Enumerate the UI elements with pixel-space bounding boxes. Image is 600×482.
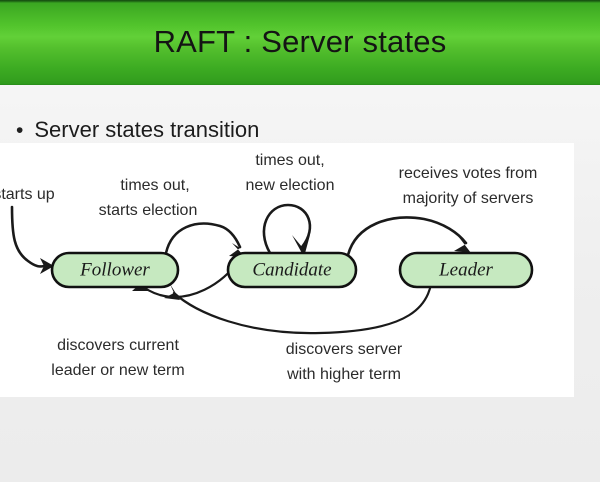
node-candidate-label: Candidate [252, 259, 331, 280]
node-leader-shape[interactable] [398, 251, 534, 289]
edge-label-times-out-new-election: times out, new election [246, 152, 335, 194]
edge-candidate-to-leader [346, 216, 471, 257]
slide-title-bar: RAFT : Server states [0, 0, 600, 85]
edge-label-discovers-server-line2: with higher term [286, 366, 401, 383]
node-follower[interactable]: Follower [50, 251, 180, 289]
arrow-head-candidate-to-leader [454, 236, 471, 253]
edge-label-times-out-starts-election-line2: starts election [99, 202, 198, 219]
edge-follower-to-candidate [164, 222, 245, 257]
edge-label-times-out-new-election-line1: times out, [255, 152, 324, 169]
node-candidate[interactable]: Candidate [226, 251, 358, 289]
edge-label-discovers-server-line1: discovers server [286, 341, 403, 358]
node-leader[interactable]: Leader [398, 251, 534, 289]
node-follower-shape[interactable] [50, 251, 180, 289]
arrow-head-candidate-self-loop [292, 235, 310, 257]
title-bar-sheen [0, 0, 600, 3]
arrow-head-starts-up [40, 258, 54, 274]
bullet-marker-icon: • [16, 119, 24, 142]
edge-candidate-self-loop [262, 203, 312, 257]
edge-leader-to-follower [164, 261, 434, 335]
edge-label-times-out-new-election-line2: new election [246, 177, 335, 194]
edge-label-discovers-current-leader-line2: leader or new term [51, 362, 184, 379]
edge-label-discovers-current-leader: discovers current leader or new term [51, 337, 184, 379]
bullet-list-item: • Server states transition [16, 115, 259, 146]
node-candidate-shape[interactable] [226, 251, 358, 289]
node-leader-label: Leader [438, 259, 493, 280]
edge-starts-up [10, 205, 54, 274]
bullet-item-label: Server states transition [34, 117, 260, 142]
state-diagram: Follower Candidate Leader starts up time… [0, 152, 538, 383]
state-diagram-panel: Follower Candidate Leader starts up time… [0, 143, 574, 397]
edge-label-receives-votes-line2: majority of servers [403, 190, 534, 207]
edge-label-discovers-current-leader-line1: discovers current [57, 337, 179, 354]
edge-label-starts-up-line1: starts up [0, 186, 55, 203]
arrow-head-leader-to-follower [164, 284, 180, 300]
edge-label-starts-up: starts up [0, 186, 55, 203]
edge-label-times-out-starts-election-line1: times out, [120, 177, 189, 194]
node-follower-label: Follower [79, 259, 150, 280]
edge-label-discovers-server: discovers server with higher term [286, 341, 403, 383]
edge-label-times-out-starts-election: times out, starts election [99, 177, 198, 219]
edge-label-receives-votes: receives votes from majority of servers [399, 165, 538, 207]
edge-label-receives-votes-line1: receives votes from [399, 165, 538, 182]
page-title: RAFT : Server states [153, 24, 447, 59]
